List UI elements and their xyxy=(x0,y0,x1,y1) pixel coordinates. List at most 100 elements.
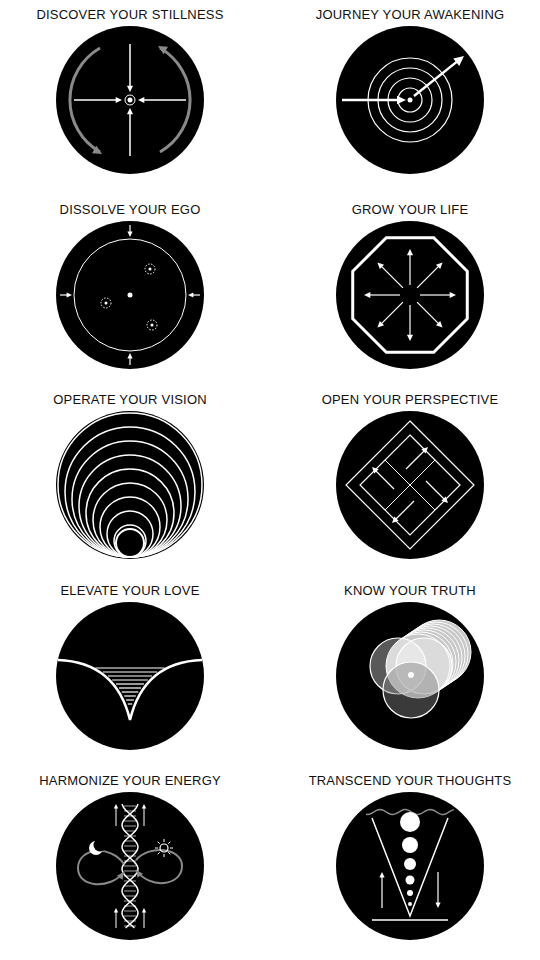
icon-symbol xyxy=(78,804,182,928)
icon-disc xyxy=(336,602,484,750)
thought-circle xyxy=(408,902,412,906)
octagon xyxy=(353,238,468,353)
sun-ray xyxy=(168,852,170,854)
helix-rung xyxy=(124,896,136,897)
icon-symbol xyxy=(70,44,190,156)
icon-node: JOURNEY YOUR AWAKENING xyxy=(280,6,540,174)
arrow-head xyxy=(377,262,384,269)
center-dot xyxy=(408,98,413,103)
sun-ray xyxy=(170,848,173,849)
helix-rung xyxy=(124,886,136,887)
arrow-head xyxy=(142,804,146,809)
sun xyxy=(160,844,168,852)
icon-drawing xyxy=(336,602,484,750)
arrow-head xyxy=(117,872,124,880)
arrow-shaft xyxy=(426,481,445,500)
icon-title: OPEN YOUR PERSPECTIVE xyxy=(280,391,540,409)
fill-line xyxy=(103,671,158,672)
sun-ray xyxy=(164,854,165,857)
sun-ray xyxy=(164,839,165,842)
arrow-head xyxy=(436,321,443,328)
flow-arc xyxy=(160,48,190,152)
icon-title: ELEVATE YOUR LOVE xyxy=(0,582,260,600)
arrow-head xyxy=(377,321,384,328)
helix-rung xyxy=(124,816,136,817)
icon-title: TRANSCEND YOUR THOUGHTS xyxy=(280,772,540,790)
icon-drawing xyxy=(56,411,204,559)
icon-disc xyxy=(336,411,484,559)
fill-line xyxy=(119,687,141,688)
thought-circle xyxy=(402,837,418,853)
arrow-shaft xyxy=(368,294,400,295)
ring xyxy=(100,497,160,557)
fill-line xyxy=(108,675,152,676)
arrow-head xyxy=(450,292,456,298)
arrow-shaft xyxy=(129,44,131,88)
thought-circle xyxy=(404,858,416,870)
icon-disc xyxy=(56,411,204,559)
icon-node: KNOW YOUR TRUTH xyxy=(280,582,540,750)
ring xyxy=(114,525,146,557)
arrow-head xyxy=(136,870,143,878)
icon-symbol xyxy=(353,238,468,353)
arrow-shaft xyxy=(409,253,410,285)
arrow-shaft xyxy=(417,265,439,287)
fill-line xyxy=(116,683,144,684)
icon-disc xyxy=(56,602,204,750)
helix-rung xyxy=(124,806,136,807)
arrow-shaft xyxy=(342,99,400,102)
arrow-shaft xyxy=(380,265,402,287)
dot xyxy=(105,302,108,305)
sun-ray xyxy=(158,852,160,854)
sun-ray xyxy=(155,848,158,849)
arrow-head xyxy=(127,353,132,358)
icon-node: HARMONIZE YOUR ENERGY xyxy=(0,772,260,940)
sun-ray xyxy=(158,842,160,844)
dot xyxy=(151,324,154,327)
helix-rung xyxy=(124,846,136,847)
icon-symbol xyxy=(58,413,202,557)
arrow-head xyxy=(67,292,72,297)
arrow-shaft xyxy=(144,807,145,826)
icon-node: DISCOVER YOUR STILLNESS xyxy=(0,6,260,174)
arrow-shaft xyxy=(116,911,117,928)
helix-rung xyxy=(124,826,136,827)
arrow-head xyxy=(364,292,370,298)
arrow-head xyxy=(441,496,448,503)
center-ring xyxy=(125,95,135,105)
arrow-shaft xyxy=(406,450,425,469)
icon-symbol xyxy=(58,660,202,720)
energy-loop xyxy=(136,850,182,883)
ring xyxy=(86,469,174,557)
ring xyxy=(74,239,186,351)
arrow-shaft xyxy=(414,60,459,96)
arrow-shaft xyxy=(129,112,131,156)
arrow-head xyxy=(453,56,464,66)
icon-drawing xyxy=(56,792,204,940)
icon-drawing xyxy=(56,602,204,750)
icon-title: KNOW YOUR TRUTH xyxy=(280,582,540,600)
icon-drawing xyxy=(336,221,484,369)
grid-line xyxy=(385,460,435,510)
icon-disc xyxy=(336,792,484,940)
moon-shadow xyxy=(94,839,107,852)
ring xyxy=(72,441,188,557)
icon-drawing xyxy=(336,792,484,940)
arrow-shaft xyxy=(116,807,117,826)
arrow-head xyxy=(114,804,118,809)
ring xyxy=(65,427,195,557)
arrow-head xyxy=(407,335,413,341)
icon-disc xyxy=(56,221,204,369)
arrow-head xyxy=(372,467,379,474)
icon-disc xyxy=(336,221,484,369)
icon-title: JOURNEY YOUR AWAKENING xyxy=(280,6,540,24)
dotted-ring xyxy=(145,264,155,274)
helix-strand xyxy=(122,804,138,928)
arrow-head xyxy=(158,46,168,54)
icon-drawing xyxy=(336,26,484,174)
icon-title: HARMONIZE YOUR ENERGY xyxy=(0,772,260,790)
ring xyxy=(79,455,181,557)
arrow-head xyxy=(435,903,440,908)
arrow-head xyxy=(92,146,102,154)
